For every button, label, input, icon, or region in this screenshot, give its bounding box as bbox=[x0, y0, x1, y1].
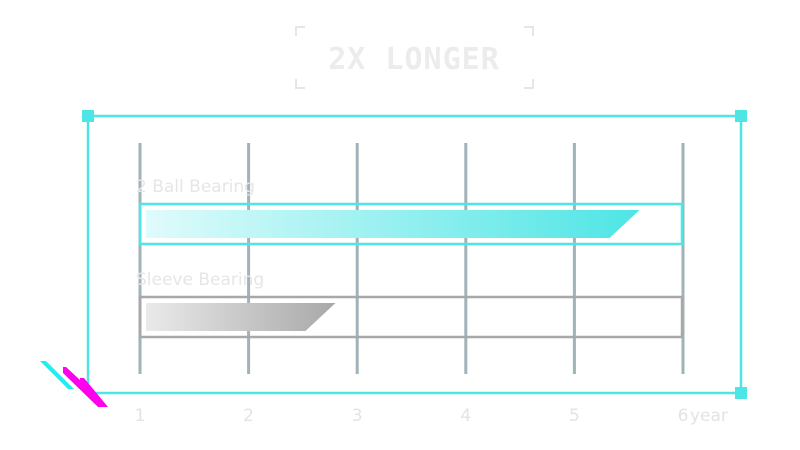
x-axis-label: year bbox=[690, 406, 728, 426]
bar-label: Sleeve Bearing bbox=[136, 270, 264, 290]
cyan-slash bbox=[40, 361, 74, 389]
frame bbox=[40, 110, 747, 407]
x-tick-label: 1 bbox=[135, 406, 146, 426]
x-tick-label: 5 bbox=[569, 406, 580, 426]
bar-label: 2 Ball Bearing bbox=[136, 177, 255, 197]
x-tick-label: 2 bbox=[243, 406, 254, 426]
corner-handle bbox=[735, 110, 747, 122]
x-tick-label: 4 bbox=[460, 406, 471, 426]
corner-handle bbox=[82, 110, 94, 122]
bar-sleeve bbox=[146, 303, 336, 331]
bar-track bbox=[138, 295, 684, 339]
x-tick-label: 6 bbox=[678, 406, 689, 426]
chart-title: 2X LONGER bbox=[328, 42, 500, 77]
magenta-slash bbox=[63, 367, 108, 407]
bar-track bbox=[138, 202, 684, 246]
title-brackets bbox=[295, 26, 534, 89]
corner-handle bbox=[735, 387, 747, 399]
bar-ball bbox=[146, 210, 640, 238]
x-tick-label: 3 bbox=[352, 406, 363, 426]
